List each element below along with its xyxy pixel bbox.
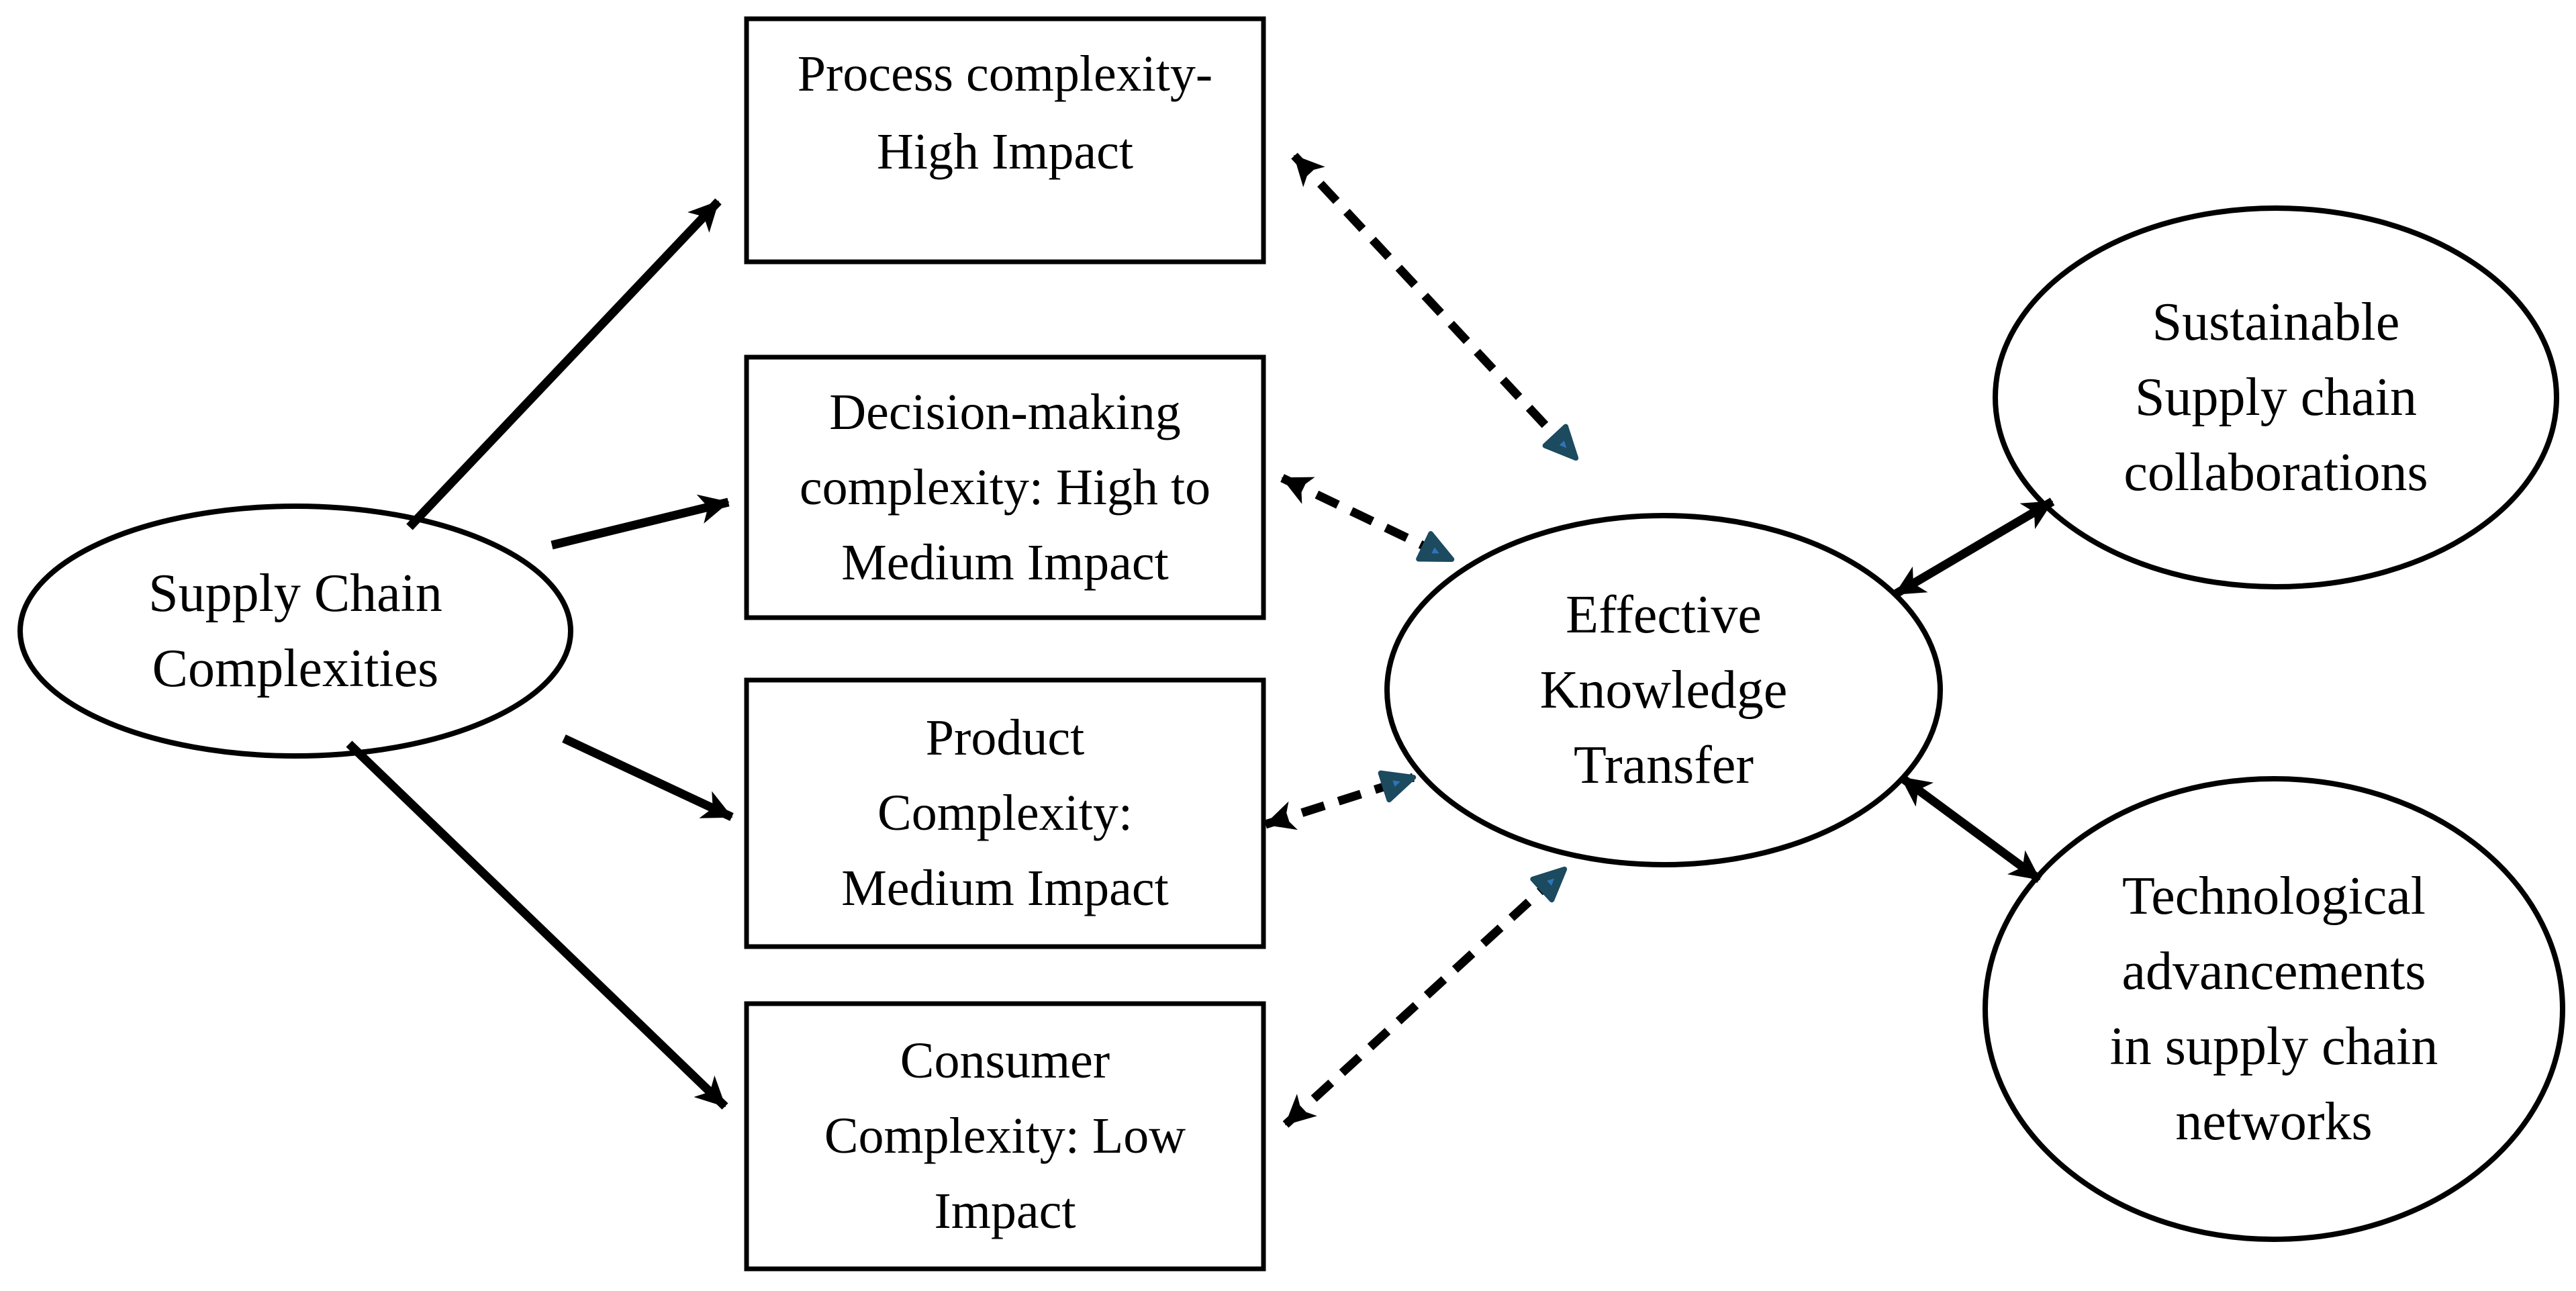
node-supply-chain-complexities: Supply Chain Complexities [17,504,573,759]
decision-making-complexity-box [744,354,1266,620]
node-label: Medium Impact [841,860,1169,916]
node-process-complexity: Process complexity- High Impact [744,16,1266,265]
node-label: Transfer [1574,736,1754,795]
node-label: Complexity: Low [824,1108,1186,1164]
node-label: Complexities [152,639,439,698]
node-technological-advancements: Technological advancements in supply cha… [1983,776,2565,1242]
node-label: collaborations [2124,443,2428,502]
node-label: Decision-making [829,384,1180,440]
sustainable-collaborations-ellipse [1993,205,2559,589]
edge-product-knowledge-dashed-arrow [1264,770,1417,830]
node-label: complexity: High to [800,459,1210,516]
edge-supply-to-process-arrow [406,198,722,530]
edge-decision-knowledge-dashed-arrow [1280,474,1455,563]
effective-knowledge-transfer-ellipse [1384,513,1943,867]
edge-knowledge-technological-arrow [1899,773,2042,883]
node-label: in supply chain [2110,1017,2438,1076]
node-label: networks [2175,1092,2372,1151]
technological-advancements-ellipse [1983,776,2565,1242]
edge-knowledge-sustainable-arrow [1893,497,2055,598]
node-decision-making-complexity: Decision-making complexity: High to Medi… [744,354,1266,620]
node-label: Process complexity- [798,46,1212,102]
edge-supply-to-product-arrow [562,734,734,821]
product-complexity-box [744,677,1266,949]
consumer-complexity-box [744,1001,1266,1272]
node-effective-knowledge-transfer: Effective Knowledge Transfer [1384,513,1943,867]
node-label: Supply Chain [148,564,442,623]
node-label: Technological [2122,867,2426,926]
node-label: Product [926,710,1084,766]
node-label: Knowledge [1540,661,1788,720]
node-label: Effective [1566,585,1762,644]
node-product-complexity: Product Complexity: Medium Impact [744,677,1266,949]
edge-consumer-knowledge-dashed-arrow [1282,866,1568,1128]
node-label: Medium Impact [841,534,1169,591]
edge-process-knowledge-dashed-arrow [1291,152,1579,461]
node-sustainable-collaborations: Sustainable Supply chain collaborations [1993,205,2559,589]
node-label: Consumer [900,1033,1110,1089]
node-label: Complexity: [877,785,1133,841]
node-label: Impact [934,1183,1076,1239]
node-label: Sustainable [2152,293,2400,352]
node-label: advancements [2121,942,2426,1001]
node-label: Supply chain [2135,368,2417,427]
supply-chain-complexities-ellipse [17,504,573,759]
edge-supply-to-consumer-arrow [346,740,728,1110]
node-label: High Impact [877,124,1133,180]
node-consumer-complexity: Consumer Complexity: Low Impact [744,1001,1266,1272]
edge-supply-to-decision-arrow [551,494,730,550]
process-complexity-box [744,16,1266,265]
